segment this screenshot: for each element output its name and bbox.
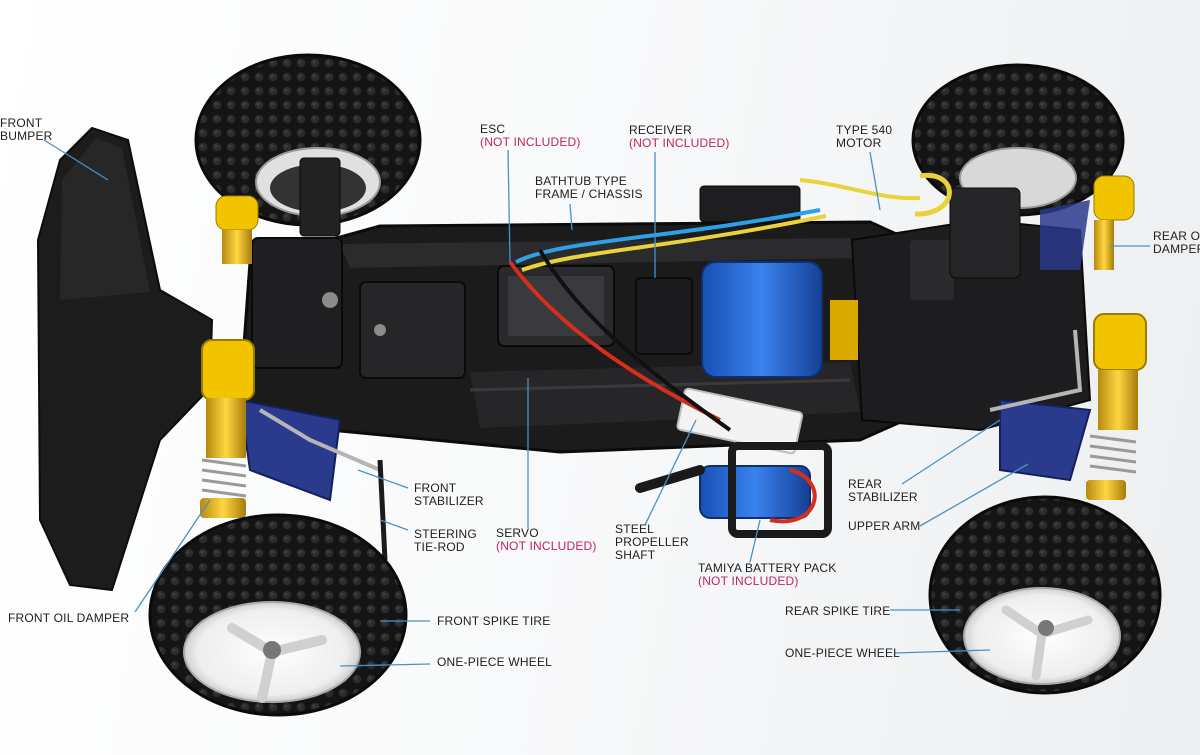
label-front-stabilizer-line1: FRONT xyxy=(414,481,457,495)
label-upper-arm-line1: UPPER ARM xyxy=(848,519,921,533)
label-front-bumper: FRONT BUMPER xyxy=(0,117,53,143)
label-servo-line1: SERVO xyxy=(496,526,539,540)
label-steering-tie-rod: STEERING TIE-ROD xyxy=(414,528,477,554)
label-rear-one-piece-wheel: ONE-PIECE WHEEL xyxy=(785,647,900,660)
label-motor-line2: MOTOR xyxy=(836,136,882,150)
label-front-oil-damper: FRONT OIL DAMPER xyxy=(8,612,129,625)
front-top-tire xyxy=(194,53,422,227)
front-gearbox xyxy=(251,157,466,379)
label-propeller-line2: PROPELLER xyxy=(615,535,689,549)
battery-pack xyxy=(676,261,832,538)
rear-top-damper xyxy=(1093,175,1135,270)
label-propeller-line1: STEEL xyxy=(615,522,655,536)
label-esc-note: (NOT INCLUDED) xyxy=(480,135,581,149)
label-bathtub-line1: BATHTUB TYPE xyxy=(535,174,627,188)
label-rear-spike-tire: REAR SPIKE TIRE xyxy=(785,605,890,618)
label-battery-line1: TAMIYA BATTERY PACK xyxy=(698,561,837,575)
label-rear-spike-tire-line1: REAR SPIKE TIRE xyxy=(785,604,891,618)
front-oil-damper xyxy=(200,339,255,518)
label-bathtub-line2: FRAME / CHASSIS xyxy=(535,187,643,201)
receiver-unit xyxy=(635,277,693,355)
label-esc: ESC (NOT INCLUDED) xyxy=(480,123,581,149)
label-front-bumper-line1: FRONT xyxy=(0,116,43,130)
label-rear-wheel-line1: ONE-PIECE WHEEL xyxy=(785,646,901,660)
rear-gearbox xyxy=(830,187,1092,432)
label-front-bumper-line2: BUMPER xyxy=(0,129,53,143)
label-receiver: RECEIVER (NOT INCLUDED) xyxy=(629,124,730,150)
label-front-stabilizer: FRONT STABILIZER xyxy=(414,482,484,508)
label-esc-line1: ESC xyxy=(480,122,506,136)
label-receiver-line1: RECEIVER xyxy=(629,123,692,137)
label-servo-note: (NOT INCLUDED) xyxy=(496,539,597,553)
label-front-spike-tire: FRONT SPIKE TIRE xyxy=(437,615,550,628)
label-front-spike-tire-line1: FRONT SPIKE TIRE xyxy=(437,614,551,628)
rear-one-piece-wheel xyxy=(963,587,1121,685)
rear-oil-damper xyxy=(1086,313,1147,500)
leader-lines xyxy=(43,139,1150,667)
label-battery-note: (NOT INCLUDED) xyxy=(698,574,799,588)
label-steering-line2: TIE-ROD xyxy=(414,540,465,554)
label-front-oil-damper-line1: FRONT OIL DAMPER xyxy=(8,611,130,625)
label-steering-line1: STEERING xyxy=(414,527,477,541)
label-rear-stabilizer: REAR STABILIZER xyxy=(848,478,918,504)
label-propeller-line3: SHAFT xyxy=(615,548,656,562)
wiring xyxy=(508,173,952,524)
label-motor: TYPE 540 MOTOR xyxy=(836,124,892,150)
label-front-one-piece-wheel: ONE-PIECE WHEEL xyxy=(437,656,552,669)
label-front-wheel-line1: ONE-PIECE WHEEL xyxy=(437,655,553,669)
suspension-arms xyxy=(238,200,1092,502)
label-rear-oil-damper-line1: REAR OIL xyxy=(1153,229,1200,243)
label-rear-stabilizer-line1: REAR xyxy=(848,477,883,491)
label-upper-arm: UPPER ARM xyxy=(848,520,920,533)
front-bumper xyxy=(36,126,214,592)
label-propeller-shaft: STEEL PROPELLER SHAFT xyxy=(615,523,689,562)
label-front-stabilizer-line2: STABILIZER xyxy=(414,494,484,508)
label-servo: SERVO (NOT INCLUDED) xyxy=(496,527,597,553)
label-motor-line1: TYPE 540 xyxy=(836,123,893,137)
label-receiver-note: (NOT INCLUDED) xyxy=(629,136,730,150)
label-rear-oil-damper: REAR OIL DAMPER xyxy=(1153,230,1200,256)
label-battery-pack: TAMIYA BATTERY PACK (NOT INCLUDED) xyxy=(698,562,837,588)
stabilizer-bars xyxy=(258,329,1083,561)
label-bathtub-frame: BATHTUB TYPE FRAME / CHASSIS xyxy=(535,175,643,201)
label-rear-stabilizer-line2: STABILIZER xyxy=(848,490,918,504)
front-top-damper xyxy=(215,195,259,264)
label-rear-oil-damper-line2: DAMPER xyxy=(1153,242,1200,256)
front-one-piece-wheel xyxy=(183,601,361,703)
